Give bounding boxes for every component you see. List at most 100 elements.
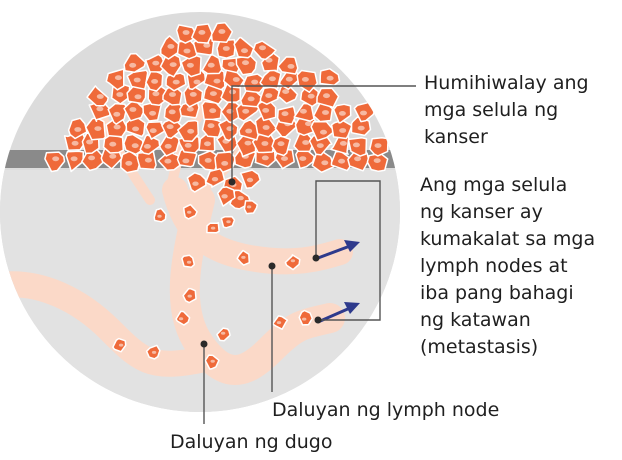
cell-nucleus <box>302 140 309 145</box>
cell-nucleus <box>152 351 156 354</box>
cell-nucleus <box>125 161 132 166</box>
cell-nucleus <box>198 30 205 35</box>
cell-nucleus <box>150 128 157 133</box>
cell-nucleus <box>187 211 191 214</box>
cell-nucleus <box>265 93 272 98</box>
cell-nucleus <box>194 80 201 85</box>
cell-nucleus <box>251 80 258 85</box>
cell-nucleus <box>375 143 382 148</box>
cell-nucleus <box>72 141 79 146</box>
cell-nucleus <box>167 44 174 49</box>
cell-nucleus <box>248 97 255 102</box>
label-detaching-cells: Humihiwalay ang mga selula ng kanser <box>424 70 614 151</box>
cell-nucleus <box>204 141 211 146</box>
cell-nucleus <box>116 92 123 97</box>
cell-nucleus <box>129 63 136 68</box>
cell-nucleus <box>354 156 361 161</box>
cell-nucleus <box>322 110 329 115</box>
cell-nucleus <box>183 30 190 35</box>
cell-nucleus <box>299 156 306 161</box>
cell-nucleus <box>109 154 116 159</box>
cell-nucleus <box>208 63 215 68</box>
cell-nucleus <box>167 124 174 129</box>
cell-nucleus <box>212 177 218 181</box>
cell-nucleus <box>179 317 183 320</box>
cell-nucleus <box>94 126 101 131</box>
cell-nucleus <box>321 160 328 165</box>
label-metastasis: Ang mga selula ng kanser ay kumakalat sa… <box>420 172 620 361</box>
cell-nucleus <box>185 143 192 148</box>
cell-nucleus <box>320 130 327 135</box>
cell-nucleus <box>52 156 59 161</box>
cell-nucleus <box>97 94 104 99</box>
cell-nucleus <box>74 127 81 132</box>
cell-nucleus <box>228 62 235 67</box>
cell-nucleus <box>339 128 346 133</box>
cancer-cell <box>299 311 312 325</box>
cell-nucleus <box>339 111 346 116</box>
cell-nucleus <box>182 159 189 164</box>
cell-nucleus <box>262 156 269 161</box>
cell-nucleus <box>221 332 225 335</box>
cell-nucleus <box>132 126 139 131</box>
cell-nucleus <box>245 141 252 146</box>
cell-nucleus <box>281 156 288 161</box>
cell-nucleus <box>173 80 180 85</box>
cell-nucleus <box>190 92 197 97</box>
cell-nucleus <box>134 78 141 83</box>
cell-nucleus <box>302 318 306 321</box>
cell-nucleus <box>327 76 334 81</box>
cell-nucleus <box>282 89 289 94</box>
cell-nucleus <box>338 159 345 164</box>
cell-nucleus <box>114 125 121 130</box>
cell-nucleus <box>145 158 152 163</box>
cell-nucleus <box>152 91 159 96</box>
cell-nucleus <box>205 158 212 163</box>
cell-nucleus <box>164 159 171 164</box>
cell-nucleus <box>221 194 227 198</box>
cell-nucleus <box>241 256 245 259</box>
cell-nucleus <box>358 126 365 131</box>
cell-nucleus <box>187 107 194 112</box>
cell-nucleus <box>308 94 315 99</box>
cell-nucleus <box>374 158 381 163</box>
cell-nucleus <box>223 46 230 51</box>
cell-nucleus <box>261 141 268 146</box>
cell-nucleus <box>187 129 194 134</box>
label-blood-vessel: Daluyan ng dugo <box>170 429 410 456</box>
cell-nucleus <box>169 92 176 97</box>
cell-nucleus <box>282 111 289 116</box>
cell-nucleus <box>262 108 269 113</box>
cell-nucleus <box>353 143 360 148</box>
cell-nucleus <box>221 161 228 166</box>
cell-nucleus <box>247 178 253 182</box>
cell-nucleus <box>149 111 156 116</box>
cell-nucleus <box>109 142 116 147</box>
cell-nucleus <box>115 75 122 80</box>
cell-nucleus <box>96 107 103 112</box>
cell-nucleus <box>209 108 216 113</box>
cell-nucleus <box>340 141 347 146</box>
cell-nucleus <box>300 109 307 114</box>
cell-nucleus <box>135 94 142 99</box>
cell-nucleus <box>165 144 172 149</box>
cell-nucleus <box>226 220 230 223</box>
cell-nucleus <box>237 196 243 200</box>
cell-nucleus <box>132 143 139 148</box>
cell-nucleus <box>214 79 221 84</box>
cell-nucleus <box>360 111 367 116</box>
cell-nucleus <box>144 144 151 149</box>
cell-nucleus <box>170 62 177 67</box>
cell-nucleus <box>211 227 215 230</box>
cell-nucleus <box>187 261 191 264</box>
cell-nucleus <box>317 143 324 148</box>
cell-nucleus <box>188 295 192 298</box>
cell-nucleus <box>187 63 194 68</box>
cell-nucleus <box>169 110 176 115</box>
cell-nucleus <box>157 215 161 218</box>
cell-nucleus <box>218 29 225 34</box>
cell-nucleus <box>233 77 240 82</box>
cell-nucleus <box>242 109 249 114</box>
cell-nucleus <box>88 156 95 161</box>
